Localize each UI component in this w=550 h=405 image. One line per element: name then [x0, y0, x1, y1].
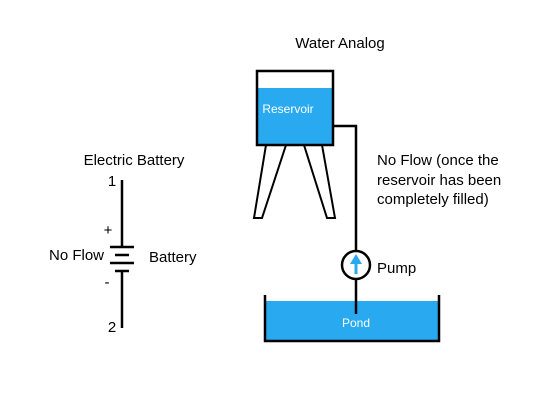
pump: Pump	[340, 249, 416, 281]
battery-heading: Electric Battery	[84, 152, 185, 169]
minus-sign: -	[105, 274, 110, 291]
no-flow-label-battery: No Flow	[49, 247, 104, 264]
pond-water	[265, 301, 439, 341]
reservoir-tank	[255, 69, 335, 147]
pipe-top-run	[333, 124, 358, 251]
terminal-2-label: 2	[108, 319, 116, 336]
left-leg	[252, 144, 288, 219]
pond-walls	[263, 295, 441, 343]
battery-symbol	[110, 180, 134, 328]
battery-label: Battery	[149, 249, 197, 266]
pump-arrow-head	[350, 254, 362, 264]
note-line-3: completely filled)	[377, 191, 489, 208]
note-line-1: No Flow (once the	[377, 152, 499, 169]
no-flow-note: No Flow (once the reservoir has been com…	[377, 152, 501, 208]
pond: Pond	[263, 295, 441, 343]
plus-sign: +	[104, 222, 113, 239]
right-leg	[302, 144, 337, 219]
terminal-1-label: 1	[108, 173, 116, 190]
tank-legs	[252, 144, 337, 219]
reservoir-label: Reservoir	[262, 102, 313, 116]
pump-label: Pump	[377, 260, 416, 277]
diagram-title: Water Analog	[295, 35, 385, 52]
pipe	[333, 124, 358, 314]
reservoir-water	[257, 88, 333, 145]
note-line-2: reservoir has been	[377, 172, 501, 189]
pond-label: Pond	[342, 316, 370, 330]
reservoir: Reservoir	[255, 69, 335, 147]
